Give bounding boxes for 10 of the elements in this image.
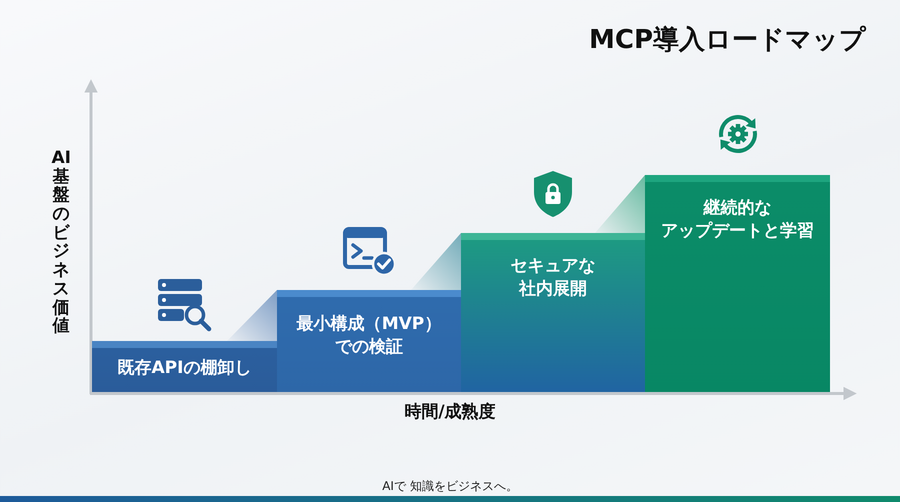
tagline: AIで 知識をビジネスへ。: [381, 478, 519, 495]
step-label: 継続的なアップデートと学習: [661, 197, 814, 243]
step-label: 最小構成（MVP）での検証: [296, 313, 442, 359]
step-label: セキュアな社内展開: [510, 255, 596, 301]
step-label: 既存APIの棚卸し: [118, 357, 252, 380]
y-axis-label: AI基盤のビジネス価値: [51, 149, 72, 336]
stair-step: [461, 233, 645, 392]
x-axis-label: 時間/成熟度: [403, 401, 497, 423]
title: MCP導入ロードマップ: [588, 24, 866, 57]
stair-step: [645, 175, 830, 392]
